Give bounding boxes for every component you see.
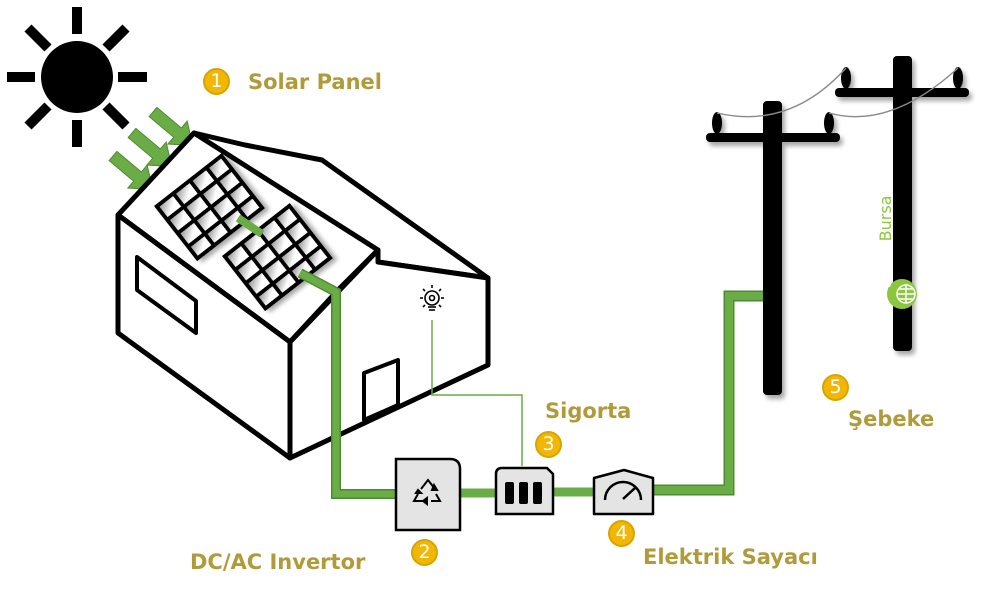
lightbulb-icon <box>420 285 444 311</box>
step-badge-1: 1 <box>203 68 230 95</box>
step-badge-4: 4 <box>608 520 635 547</box>
sun-icon <box>7 7 147 147</box>
label-solar-panel: Solar Panel <box>248 70 382 94</box>
utility-pole-front <box>706 101 840 395</box>
brand-name-part2: Bursa <box>876 195 895 242</box>
arrow-2 <box>127 127 173 167</box>
fuse-device <box>494 466 555 516</box>
label-meter: Elektrik Sayacı <box>643 545 818 569</box>
step-badge-5: 5 <box>822 374 849 401</box>
utility-pole-back <box>835 56 969 351</box>
sunlight-arrows <box>108 106 194 190</box>
door <box>362 358 400 422</box>
window <box>135 255 198 335</box>
solar-globe-icon <box>887 279 917 309</box>
solar-panel-1 <box>154 153 265 262</box>
fuse-icon <box>505 482 542 504</box>
solar-panel-2 <box>222 203 333 312</box>
meter-device <box>592 468 655 516</box>
brand-name-part1: Solar <box>876 241 895 288</box>
roof-back-edge <box>193 130 490 281</box>
step-badge-3: 3 <box>535 431 562 458</box>
step-badge-2: 2 <box>411 539 438 566</box>
brand-logo-text: SolarBursa <box>876 195 895 288</box>
lighting-wire <box>431 320 523 466</box>
gauge-icon <box>603 480 643 501</box>
recycle-icon <box>412 478 442 506</box>
power-cable <box>235 214 764 499</box>
label-fuse: Sigorta <box>545 399 632 423</box>
power-lines <box>716 67 959 118</box>
label-grid: Şebeke <box>848 407 935 431</box>
inverter-device <box>394 457 462 532</box>
label-inverter: DC/AC Invertor <box>190 550 366 574</box>
